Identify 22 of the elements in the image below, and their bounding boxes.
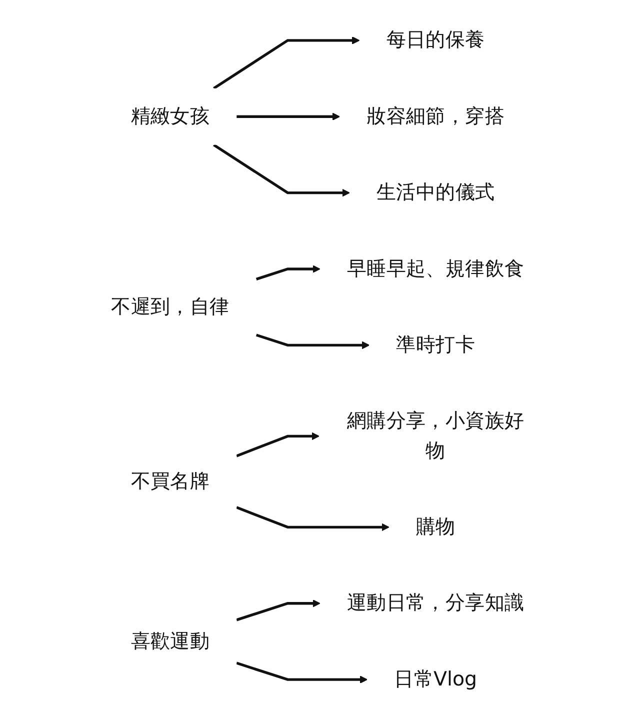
node-text: 喜歡運動 xyxy=(130,630,210,653)
arrow xyxy=(236,662,368,684)
arrow xyxy=(236,432,320,458)
node-text: 早睡早起、規律飲食 xyxy=(346,258,524,280)
arrow xyxy=(256,334,370,350)
arrow xyxy=(236,506,390,532)
node-text: 妝容細節，穿搭 xyxy=(366,105,504,128)
arrow xyxy=(256,265,320,280)
arrow xyxy=(212,144,350,197)
node-text: 網購分享，小資族好物 xyxy=(346,410,524,462)
node-text: 生活中的儀式 xyxy=(376,182,495,204)
node-text: 精緻女孩 xyxy=(130,105,210,128)
node-text: 日常Vlog xyxy=(394,668,477,691)
arrow xyxy=(236,599,320,622)
node-text: 運動日常，分享知識 xyxy=(346,592,524,615)
node-text: 不買名牌 xyxy=(130,470,210,493)
arrow xyxy=(236,112,340,121)
node-text: 準時打卡 xyxy=(396,334,475,356)
node-text: 不遲到，自律 xyxy=(110,296,230,318)
node-text: 每日的保養 xyxy=(386,29,485,52)
node-text: 購物 xyxy=(416,516,456,538)
arrow xyxy=(212,36,360,90)
